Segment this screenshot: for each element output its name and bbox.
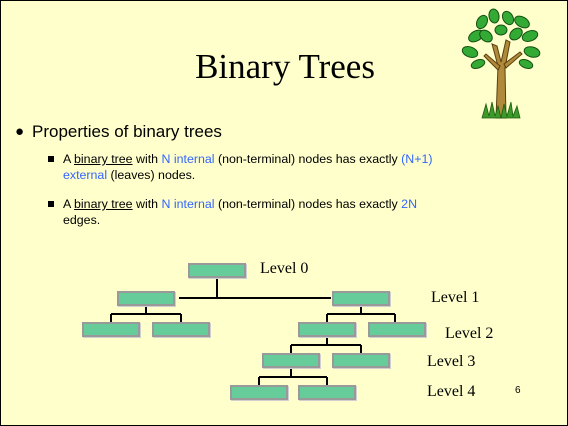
- page-number: 6: [515, 385, 521, 396]
- tree-icon: [461, 8, 541, 119]
- external-highlight: external: [63, 168, 108, 182]
- tree-node-level4-2: [298, 385, 356, 400]
- tree-node-level2-1: [82, 322, 140, 337]
- n-plus-one-highlight: (N+1): [401, 152, 433, 166]
- binary-tree-term: binary tree: [74, 152, 133, 166]
- level-1-label: Level 1: [431, 289, 480, 306]
- sub-bullet-1: A binary tree with N internal (non-termi…: [48, 151, 533, 183]
- two-n-highlight: 2N: [401, 197, 418, 211]
- text: (leaves) nodes.: [107, 168, 196, 182]
- tree-node-level2-3: [298, 322, 356, 337]
- text: A: [63, 152, 75, 166]
- tree-node-level2-4: [368, 322, 426, 337]
- text: with: [132, 152, 162, 166]
- n-internal-highlight: N internal: [161, 152, 215, 166]
- main-bullet-text: Properties of binary trees: [32, 122, 222, 141]
- tree-node-level1-left: [117, 291, 175, 306]
- n-internal-highlight: N internal: [161, 197, 215, 211]
- square-bullet-icon: [48, 201, 54, 207]
- level-2-label: Level 2: [445, 325, 494, 342]
- bullet-dot: ●: [15, 123, 25, 140]
- main-bullet: ● Properties of binary trees: [15, 122, 222, 142]
- text: edges.: [63, 213, 101, 227]
- sub-bullet-2: A binary tree with N internal (non-termi…: [48, 196, 533, 228]
- binary-tree-term: binary tree: [74, 197, 133, 211]
- text: A: [63, 197, 75, 211]
- tree-node-level1-right: [332, 291, 390, 306]
- tree-node-level4-1: [230, 385, 288, 400]
- level-0-label: Level 0: [260, 260, 309, 277]
- tree-node-level3-1: [262, 353, 320, 368]
- text: with: [132, 197, 162, 211]
- level-4-label: Level 4: [427, 383, 476, 400]
- tree-node-root: [188, 263, 246, 278]
- text: (non-terminal) nodes has exactly: [214, 152, 402, 166]
- level-3-label: Level 3: [427, 353, 476, 370]
- tree-node-level2-2: [152, 322, 210, 337]
- slide-title: Binary Trees: [195, 47, 375, 86]
- text: (non-terminal) nodes has exactly: [214, 197, 402, 211]
- tree-node-level3-2: [332, 353, 390, 368]
- square-bullet-icon: [48, 156, 54, 162]
